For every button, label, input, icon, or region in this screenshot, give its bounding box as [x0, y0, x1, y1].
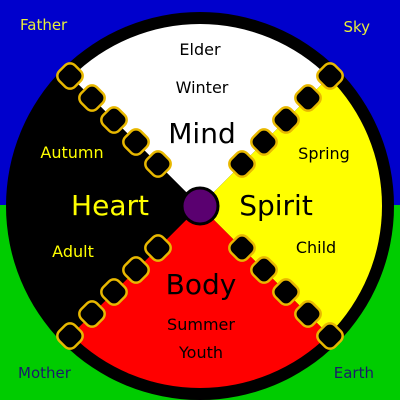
label-summer: Summer — [167, 315, 235, 334]
bead — [316, 322, 344, 350]
label-autumn: Autumn — [40, 143, 104, 162]
bead-strands — [56, 62, 344, 350]
label-mind: Mind — [168, 117, 236, 150]
label-heart: Heart — [71, 189, 149, 222]
bead — [144, 150, 172, 178]
bead — [272, 106, 300, 134]
bead — [294, 300, 322, 328]
bead — [250, 128, 278, 156]
label-body: Body — [165, 268, 237, 301]
bead — [294, 84, 322, 112]
bead — [122, 256, 150, 284]
bead — [78, 84, 106, 112]
label-winter: Winter — [175, 78, 229, 97]
bead — [250, 256, 278, 284]
label-child: Child — [295, 238, 337, 257]
bead — [228, 150, 256, 178]
bead — [122, 128, 150, 156]
corner-label-earth: Earth — [333, 364, 374, 382]
bead — [228, 234, 256, 262]
label-youth: Youth — [179, 343, 223, 362]
label-spring: Spring — [298, 144, 350, 163]
quadrant-west — [18, 24, 200, 388]
bead — [144, 234, 172, 262]
bead — [316, 62, 344, 90]
bead — [78, 300, 106, 328]
corner-label-father: Father — [20, 16, 68, 34]
corner-label-mother: Mother — [18, 364, 71, 382]
label-elder: Elder — [179, 40, 221, 59]
corner-label-sky: Sky — [343, 18, 370, 36]
bead — [56, 62, 84, 90]
quadrant-east — [200, 24, 382, 388]
bead — [56, 322, 84, 350]
center-circle — [180, 186, 220, 226]
bead — [100, 278, 128, 306]
bead — [100, 106, 128, 134]
quadrant-north — [18, 24, 382, 206]
label-spirit: Spirit — [239, 189, 313, 222]
label-adult: Adult — [52, 242, 94, 261]
bead — [272, 278, 300, 306]
quadrant-south — [18, 206, 382, 388]
